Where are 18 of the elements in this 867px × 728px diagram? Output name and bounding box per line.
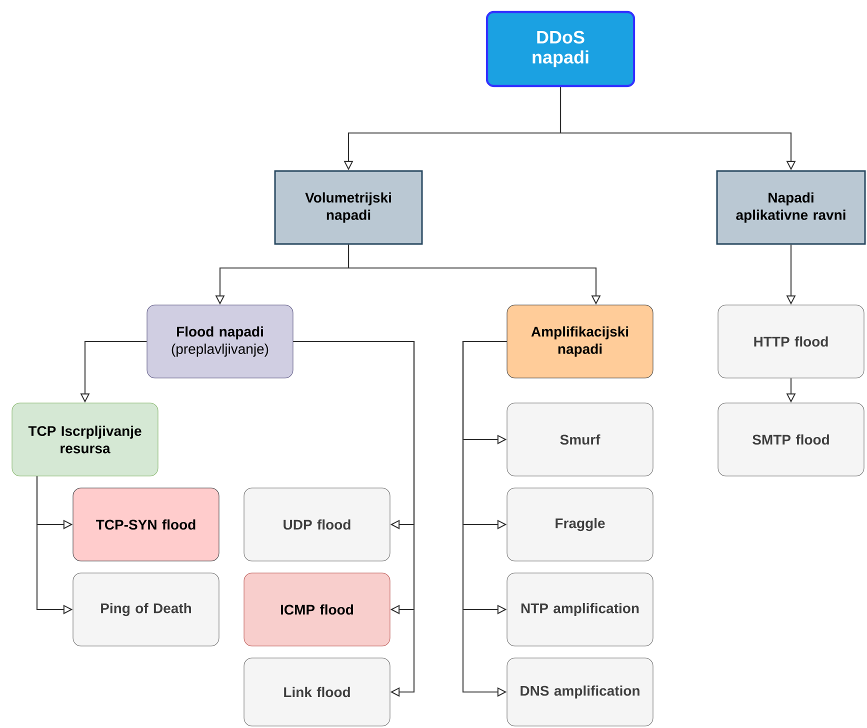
- attack-box: Smurf: [506, 402, 654, 476]
- attack-box: SMTP flood: [718, 402, 864, 476]
- attack-box: Ping of Death: [72, 572, 220, 646]
- attack-box: HTTP flood: [718, 304, 864, 378]
- group-box: Flood napadi (preplavljivanje): [146, 304, 294, 378]
- category-box: Napadi aplikativne ravni: [716, 170, 866, 245]
- attack-box: ICMP flood: [244, 572, 390, 646]
- attack-box: DNS amplification: [506, 658, 654, 726]
- group-box: Amplifikacijski napadi: [506, 304, 654, 378]
- group-box: TCP Iscrpljivanje resursa: [12, 402, 158, 476]
- arrow: [293, 340, 415, 697]
- attack-box: Fraggle: [506, 488, 654, 562]
- attack-box: Link flood: [244, 658, 390, 726]
- category-box: Volumetrijski napadi: [274, 170, 423, 245]
- attack-box: UDP flood: [244, 488, 390, 562]
- attack-box: NTP amplification: [506, 572, 654, 646]
- root-box: DDoS napadi: [486, 10, 636, 88]
- attack-box: TCP-SYN flood: [72, 488, 220, 562]
